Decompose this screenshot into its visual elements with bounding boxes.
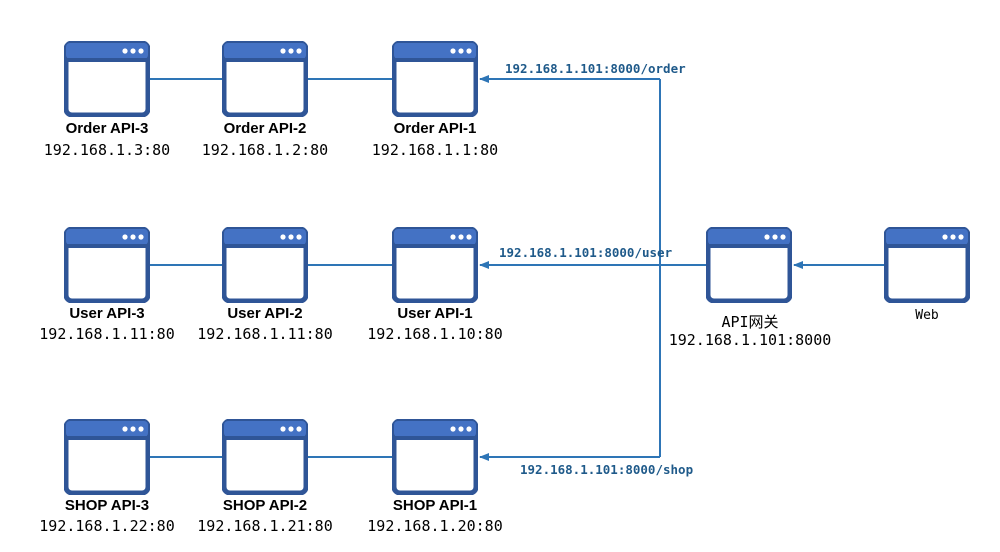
shop-route-label: 192.168.1.101:8000/shop <box>520 462 694 477</box>
browser-window-icon <box>222 227 308 303</box>
browser-window-icon <box>222 41 308 117</box>
shop-api-1-node <box>392 419 478 495</box>
order-api-2-addr: 192.168.1.2:80 <box>201 141 329 159</box>
web-name: Web <box>915 308 939 323</box>
shop-api-2-addr: 192.168.1.21:80 <box>197 517 333 535</box>
user-api-2-name: User API-2 <box>227 305 303 322</box>
web-client-node <box>884 227 970 303</box>
browser-window-icon <box>706 227 792 303</box>
order-api-1-node <box>392 41 478 117</box>
shop-api-3-name: SHOP API-3 <box>64 497 150 514</box>
shop-api-1-name: SHOP API-1 <box>392 497 478 514</box>
order-api-3-node <box>64 41 150 117</box>
browser-window-icon <box>64 41 150 117</box>
user-api-1-addr: 192.168.1.10:80 <box>367 325 503 343</box>
order-api-1-name: Order API-1 <box>393 120 477 137</box>
user-api-1-name: User API-1 <box>397 305 473 322</box>
shop-api-3-node <box>64 419 150 495</box>
order-api-2-node <box>222 41 308 117</box>
browser-window-icon <box>222 419 308 495</box>
order-api-1-addr: 192.168.1.1:80 <box>371 141 499 159</box>
gateway-node <box>706 227 792 303</box>
order-api-3-addr: 192.168.1.3:80 <box>43 141 171 159</box>
shop-api-1-addr: 192.168.1.20:80 <box>367 517 503 535</box>
shop-api-3-addr: 192.168.1.22:80 <box>39 517 175 535</box>
user-route-label: 192.168.1.101:8000/user <box>499 245 673 260</box>
gateway-name: API网关 <box>721 313 779 331</box>
user-api-3-name: User API-3 <box>69 305 145 322</box>
browser-window-icon <box>884 227 970 303</box>
browser-window-icon <box>64 227 150 303</box>
browser-window-icon <box>64 419 150 495</box>
user-api-2-addr: 192.168.1.11:80 <box>197 325 333 343</box>
user-api-3-addr: 192.168.1.11:80 <box>39 325 175 343</box>
user-api-3-node <box>64 227 150 303</box>
shop-api-2-name: SHOP API-2 <box>222 497 308 514</box>
order-api-2-name: Order API-2 <box>223 120 307 137</box>
browser-window-icon <box>392 227 478 303</box>
user-api-2-node <box>222 227 308 303</box>
order-route-label: 192.168.1.101:8000/order <box>505 61 686 76</box>
shop-api-2-node <box>222 419 308 495</box>
browser-window-icon <box>392 419 478 495</box>
user-api-1-node <box>392 227 478 303</box>
browser-window-icon <box>392 41 478 117</box>
gateway-addr: 192.168.1.101:8000 <box>668 331 832 349</box>
order-api-3-name: Order API-3 <box>65 120 149 137</box>
